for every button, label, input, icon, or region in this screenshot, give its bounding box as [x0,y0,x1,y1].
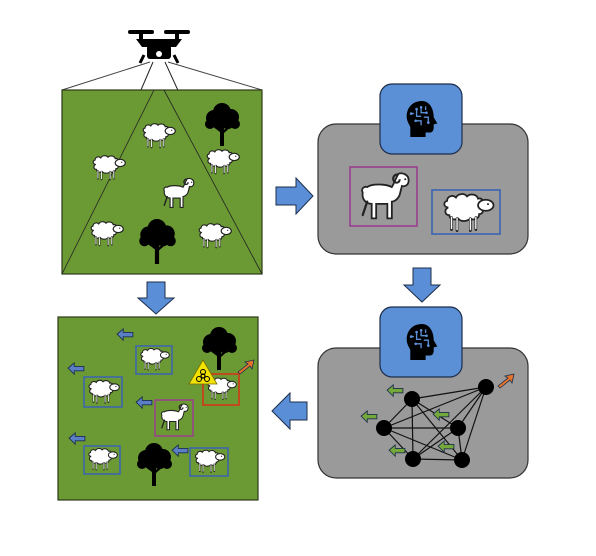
flow-arrow-down-left [136,281,176,315]
graph-node [376,420,392,436]
ram-detection-box [154,399,194,437]
biohazard-icon [188,359,218,385]
sick-sheep-detection-box [202,373,240,406]
drone-icon [128,30,190,64]
sheep-detection-box [431,189,501,235]
graph-nodes [376,379,494,468]
drone-field-view [61,89,263,275]
ram-detection-box [349,166,418,227]
graph-node [454,452,470,468]
flow-arrow-right [275,176,314,216]
sheep-detection-box [135,345,173,375]
result-field-view [57,316,259,501]
detection-panel [317,83,529,255]
graph-node [405,451,421,467]
graph-node [404,391,420,407]
sheep-detection-box [83,445,121,475]
graph-node [478,379,494,395]
orange-arrow-icon [237,359,255,375]
flow-arrow-down-right [402,267,442,303]
sheep-detection-box [83,376,123,408]
flow-arrow-left [271,391,308,431]
orange-arrow-icon [497,373,515,389]
graph-node [450,420,466,436]
view-edge-right [163,89,263,275]
view-edge-left [61,89,155,275]
graph-panel [317,306,529,479]
sheep-detection-box [189,447,229,477]
